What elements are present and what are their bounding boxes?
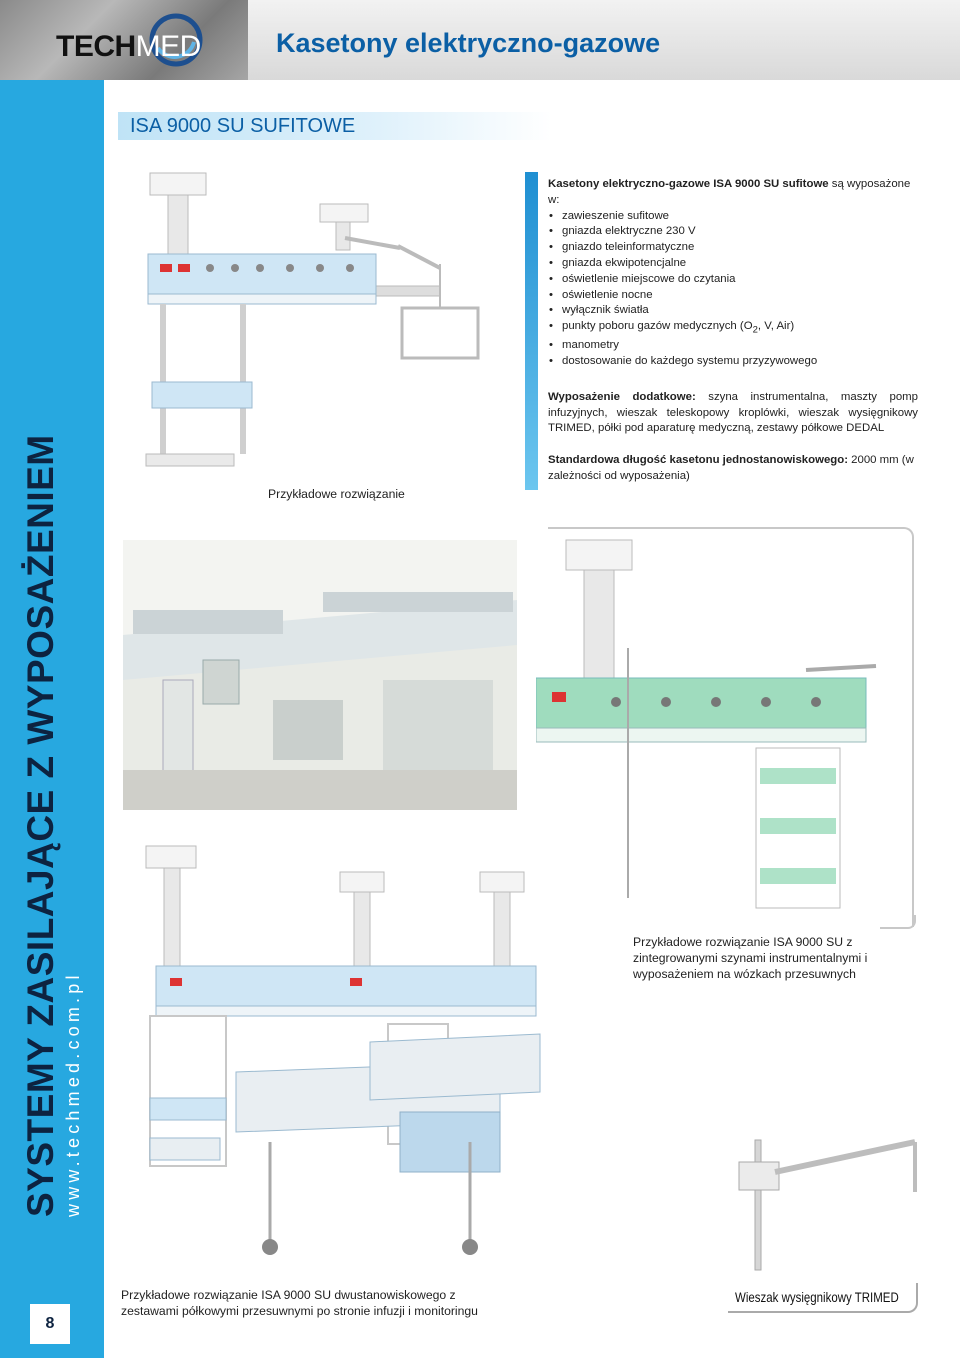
- caption-green-unit: Przykładowe rozwiązanie ISA 9000 SU z zi…: [633, 935, 868, 981]
- extras-bold: Wyposażenie dodatkowe:: [548, 390, 696, 403]
- page-number: 8: [30, 1304, 70, 1344]
- length-paragraph: Standardowa długość kasetonu jednostanow…: [548, 453, 918, 485]
- length-bold: Standardowa długość kasetonu jednostanow…: [548, 454, 848, 467]
- page-title: Kasetony elektryczno-gazowe: [276, 28, 661, 58]
- logo-panel: TECHMED: [0, 0, 248, 80]
- hospital-room-photo: [123, 540, 517, 810]
- feature-item: gniazda ekwipotencjalne: [548, 256, 918, 272]
- side-vertical-text: SYSTEMY ZASILAJĄCE Z WYPOSAŻENIEM www.te…: [20, 395, 88, 1225]
- website-url: www.techmed.com.pl: [63, 971, 83, 1217]
- image-frame-corner: [880, 915, 916, 929]
- feature-list: zawieszenie sufitowe gniazda elektryczne…: [548, 209, 918, 370]
- length-rest: 2000 mm (w zależności od wyposażenia): [548, 454, 914, 483]
- intro-rest: są wyposażone w:: [548, 178, 911, 206]
- double-unit-illustration: [145, 845, 541, 1255]
- extras-rest: szyna instrumentalna, maszty pomp infuzy…: [548, 390, 918, 435]
- feature-item: wyłącznik światła: [548, 303, 918, 319]
- intro-paragraph: Kasetony elektryczno-gazowe ISA 9000 SU …: [548, 177, 918, 209]
- gas-subscript: 2: [752, 324, 758, 336]
- trimed-arm-illustration: [738, 1139, 917, 1271]
- logo-tech: TECH: [56, 30, 136, 63]
- arm-label-frame: [728, 1283, 918, 1313]
- green-unit-illustration: [536, 539, 877, 909]
- feature-item: gniazda elektryczne 230 V: [548, 224, 918, 240]
- image-frame: [548, 527, 914, 927]
- section-title-bar: [118, 112, 552, 140]
- caption-example: Przykładowe rozwiązanie: [268, 487, 405, 501]
- feature-item-gases: punkty poboru gazów medycznych (O2, V, A…: [548, 319, 918, 338]
- page-header: TECHMED Kasetony elektryczno-gazowe: [0, 0, 960, 80]
- feature-item: gniazdo teleinformatyczne: [548, 240, 918, 256]
- logo-med: MED: [135, 30, 202, 63]
- caption-arm: Wieszak wysięgnikowy TRIMED: [735, 1289, 899, 1305]
- caption-double-unit: Przykładowe rozwiązanie ISA 9000 SU dwus…: [121, 1288, 478, 1318]
- logo: TECHMED: [56, 30, 201, 64]
- feature-item: manometry: [548, 338, 918, 354]
- logo-swirl-icon: [149, 13, 203, 67]
- gas-text: punkty poboru gazów medycznych (O: [562, 320, 753, 333]
- feature-item: dostosowanie do każdego systemu przyzywo…: [548, 354, 918, 370]
- ceiling-unit-illustration: [145, 172, 480, 467]
- accent-bar: [525, 172, 538, 490]
- feature-item: oświetlenie nocne: [548, 288, 918, 304]
- feature-item: zawieszenie sufitowe: [548, 209, 918, 225]
- intro-bold: Kasetony elektryczno-gazowe ISA 9000 SU …: [548, 178, 829, 190]
- extras-paragraph: Wyposażenie dodatkowe: szyna instrumenta…: [548, 390, 918, 437]
- side-title: SYSTEMY ZASILAJĄCE Z WYPOSAŻENIEM: [20, 434, 61, 1217]
- description-column: Kasetony elektryczno-gazowe ISA 9000 SU …: [548, 177, 918, 485]
- feature-item: oświetlenie miejscowe do czytania: [548, 272, 918, 288]
- side-band: [0, 80, 104, 1358]
- section-title: ISA 9000 SU SUFITOWE: [130, 115, 356, 137]
- gas-rest: , V, Air): [757, 320, 795, 333]
